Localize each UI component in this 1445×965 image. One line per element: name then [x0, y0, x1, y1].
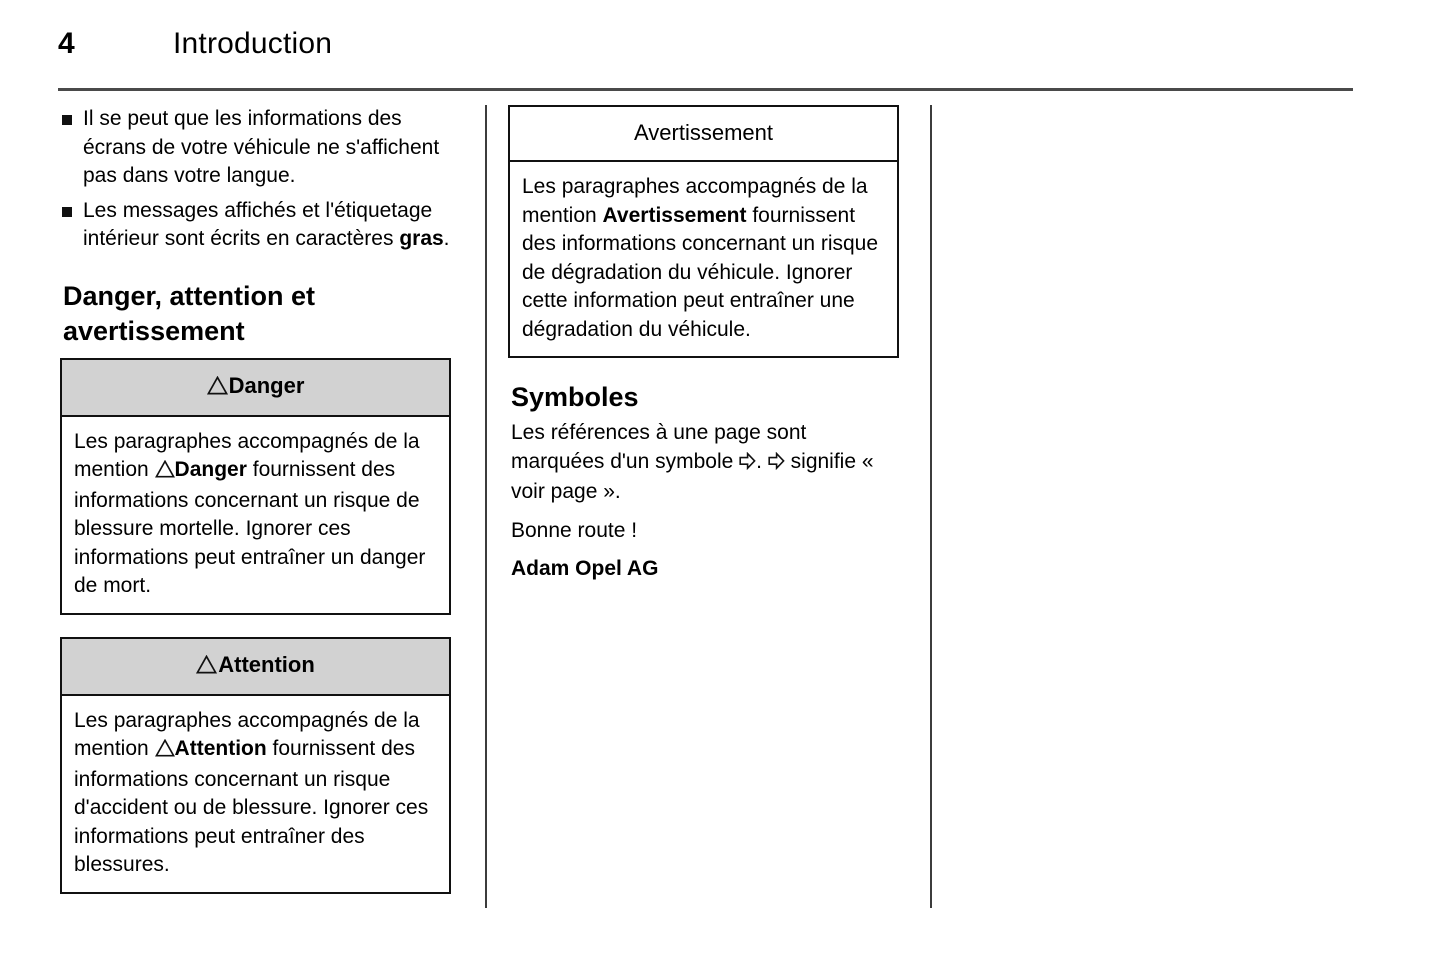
attention-notice-body: Les paragraphes accompagnés de la mentio… — [62, 696, 449, 892]
attention-body-emphasis: Attention — [174, 737, 267, 760]
avertissement-notice-body: Les paragraphes accompagnés de la mentio… — [510, 162, 897, 356]
avertissement-body-text-before: Les paragraphes accompagnés de la mentio… — [522, 175, 868, 227]
symboles-text-part3: signifie « voir page ». — [511, 449, 874, 504]
list-item-text: Il se peut que les informations des écra… — [83, 107, 440, 187]
attention-notice-header: Attention — [62, 638, 449, 696]
danger-notice-box: Danger Les paragraphes accompagnés de la… — [60, 357, 451, 615]
header-divider-rule — [58, 88, 1353, 91]
warning-triangle-icon — [154, 737, 175, 766]
avertissement-body-emphasis: Avertissement — [602, 203, 747, 227]
avertissement-notice-header: Avertissement — [510, 107, 897, 162]
symboles-signature: Adam Opel AG — [511, 557, 659, 580]
attention-notice-title: Attention — [218, 651, 315, 677]
right-arrow-outline-icon — [739, 450, 756, 479]
warning-triangle-icon — [196, 653, 218, 681]
page-number: 4 — [58, 27, 75, 60]
danger-body-emphasis: Danger — [174, 458, 247, 481]
danger-body-text-before: Les paragraphes accompagnés de la mentio… — [74, 429, 420, 482]
attention-body-text-after: fournissent des informations concernant … — [74, 737, 429, 876]
list-item: Les messages affichés et l'étiquetage in… — [60, 197, 455, 254]
right-arrow-outline-icon — [768, 450, 785, 479]
danger-notice-body: Les paragraphes accompagnés de la mentio… — [62, 417, 449, 613]
avertissement-notice-title: Avertissement — [634, 120, 773, 145]
symboles-description: Les références à une page sont marquées … — [511, 419, 903, 507]
list-item-text-tail: . — [443, 227, 450, 250]
attention-notice-box: Attention Les paragraphes accompagnés de… — [60, 636, 451, 894]
square-bullet-icon — [62, 206, 72, 217]
symboles-text-part2: . — [756, 449, 768, 473]
attention-body-text-before: Les paragraphes accompagnés de la mentio… — [74, 708, 420, 761]
section-heading-symboles: Symboles — [511, 382, 639, 412]
danger-body-text-after: fournissent des informations concernant … — [74, 458, 426, 597]
square-bullet-icon — [62, 115, 72, 125]
intro-bullet-list: Il se peut que les informations des écra… — [60, 105, 455, 254]
column-divider-right — [930, 105, 932, 908]
section-heading-danger: Danger, attention et avertissement — [63, 280, 316, 346]
danger-notice-header: Danger — [62, 359, 449, 417]
danger-notice-title: Danger — [228, 372, 305, 398]
symboles-text-part1: Les références à une page sont marquées … — [511, 421, 807, 473]
column-divider-left — [485, 105, 487, 908]
warning-triangle-icon — [206, 374, 228, 402]
list-item-emphasis: gras — [399, 227, 444, 250]
page-header: 4 Introduction — [58, 22, 1353, 72]
page-title: Introduction — [173, 27, 333, 60]
right-column: Avertissement Les paragraphes accompagné… — [508, 105, 903, 584]
avertissement-notice-box: Avertissement Les paragraphes accompagné… — [508, 105, 899, 358]
left-column: Il se peut que les informations des écra… — [60, 105, 455, 916]
list-item: Il se peut que les informations des écra… — [60, 105, 455, 191]
list-item-text: Les messages affichés et l'étiquetage in… — [83, 198, 433, 251]
warning-triangle-icon — [154, 458, 175, 487]
avertissement-body-text-after: fournissent des informations concernant … — [522, 203, 879, 341]
symboles-closing: Bonne route ! — [511, 518, 638, 542]
